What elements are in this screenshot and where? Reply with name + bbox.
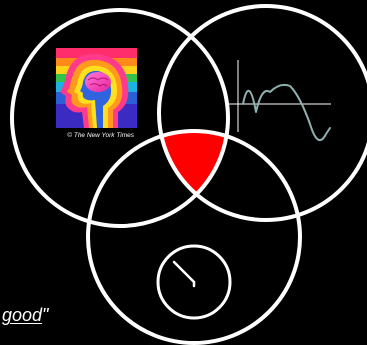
caption-trailing-mark: " (42, 305, 48, 325)
venn-circle-signal (159, 6, 367, 220)
image-credit: © The New York Times (67, 131, 134, 139)
waveform-icon (229, 60, 331, 140)
head-brain-icon: © The New York Times (56, 48, 137, 139)
clock-icon (158, 246, 230, 318)
caption-text: good" (2, 306, 48, 324)
caption-underlined-word: good (2, 305, 42, 325)
